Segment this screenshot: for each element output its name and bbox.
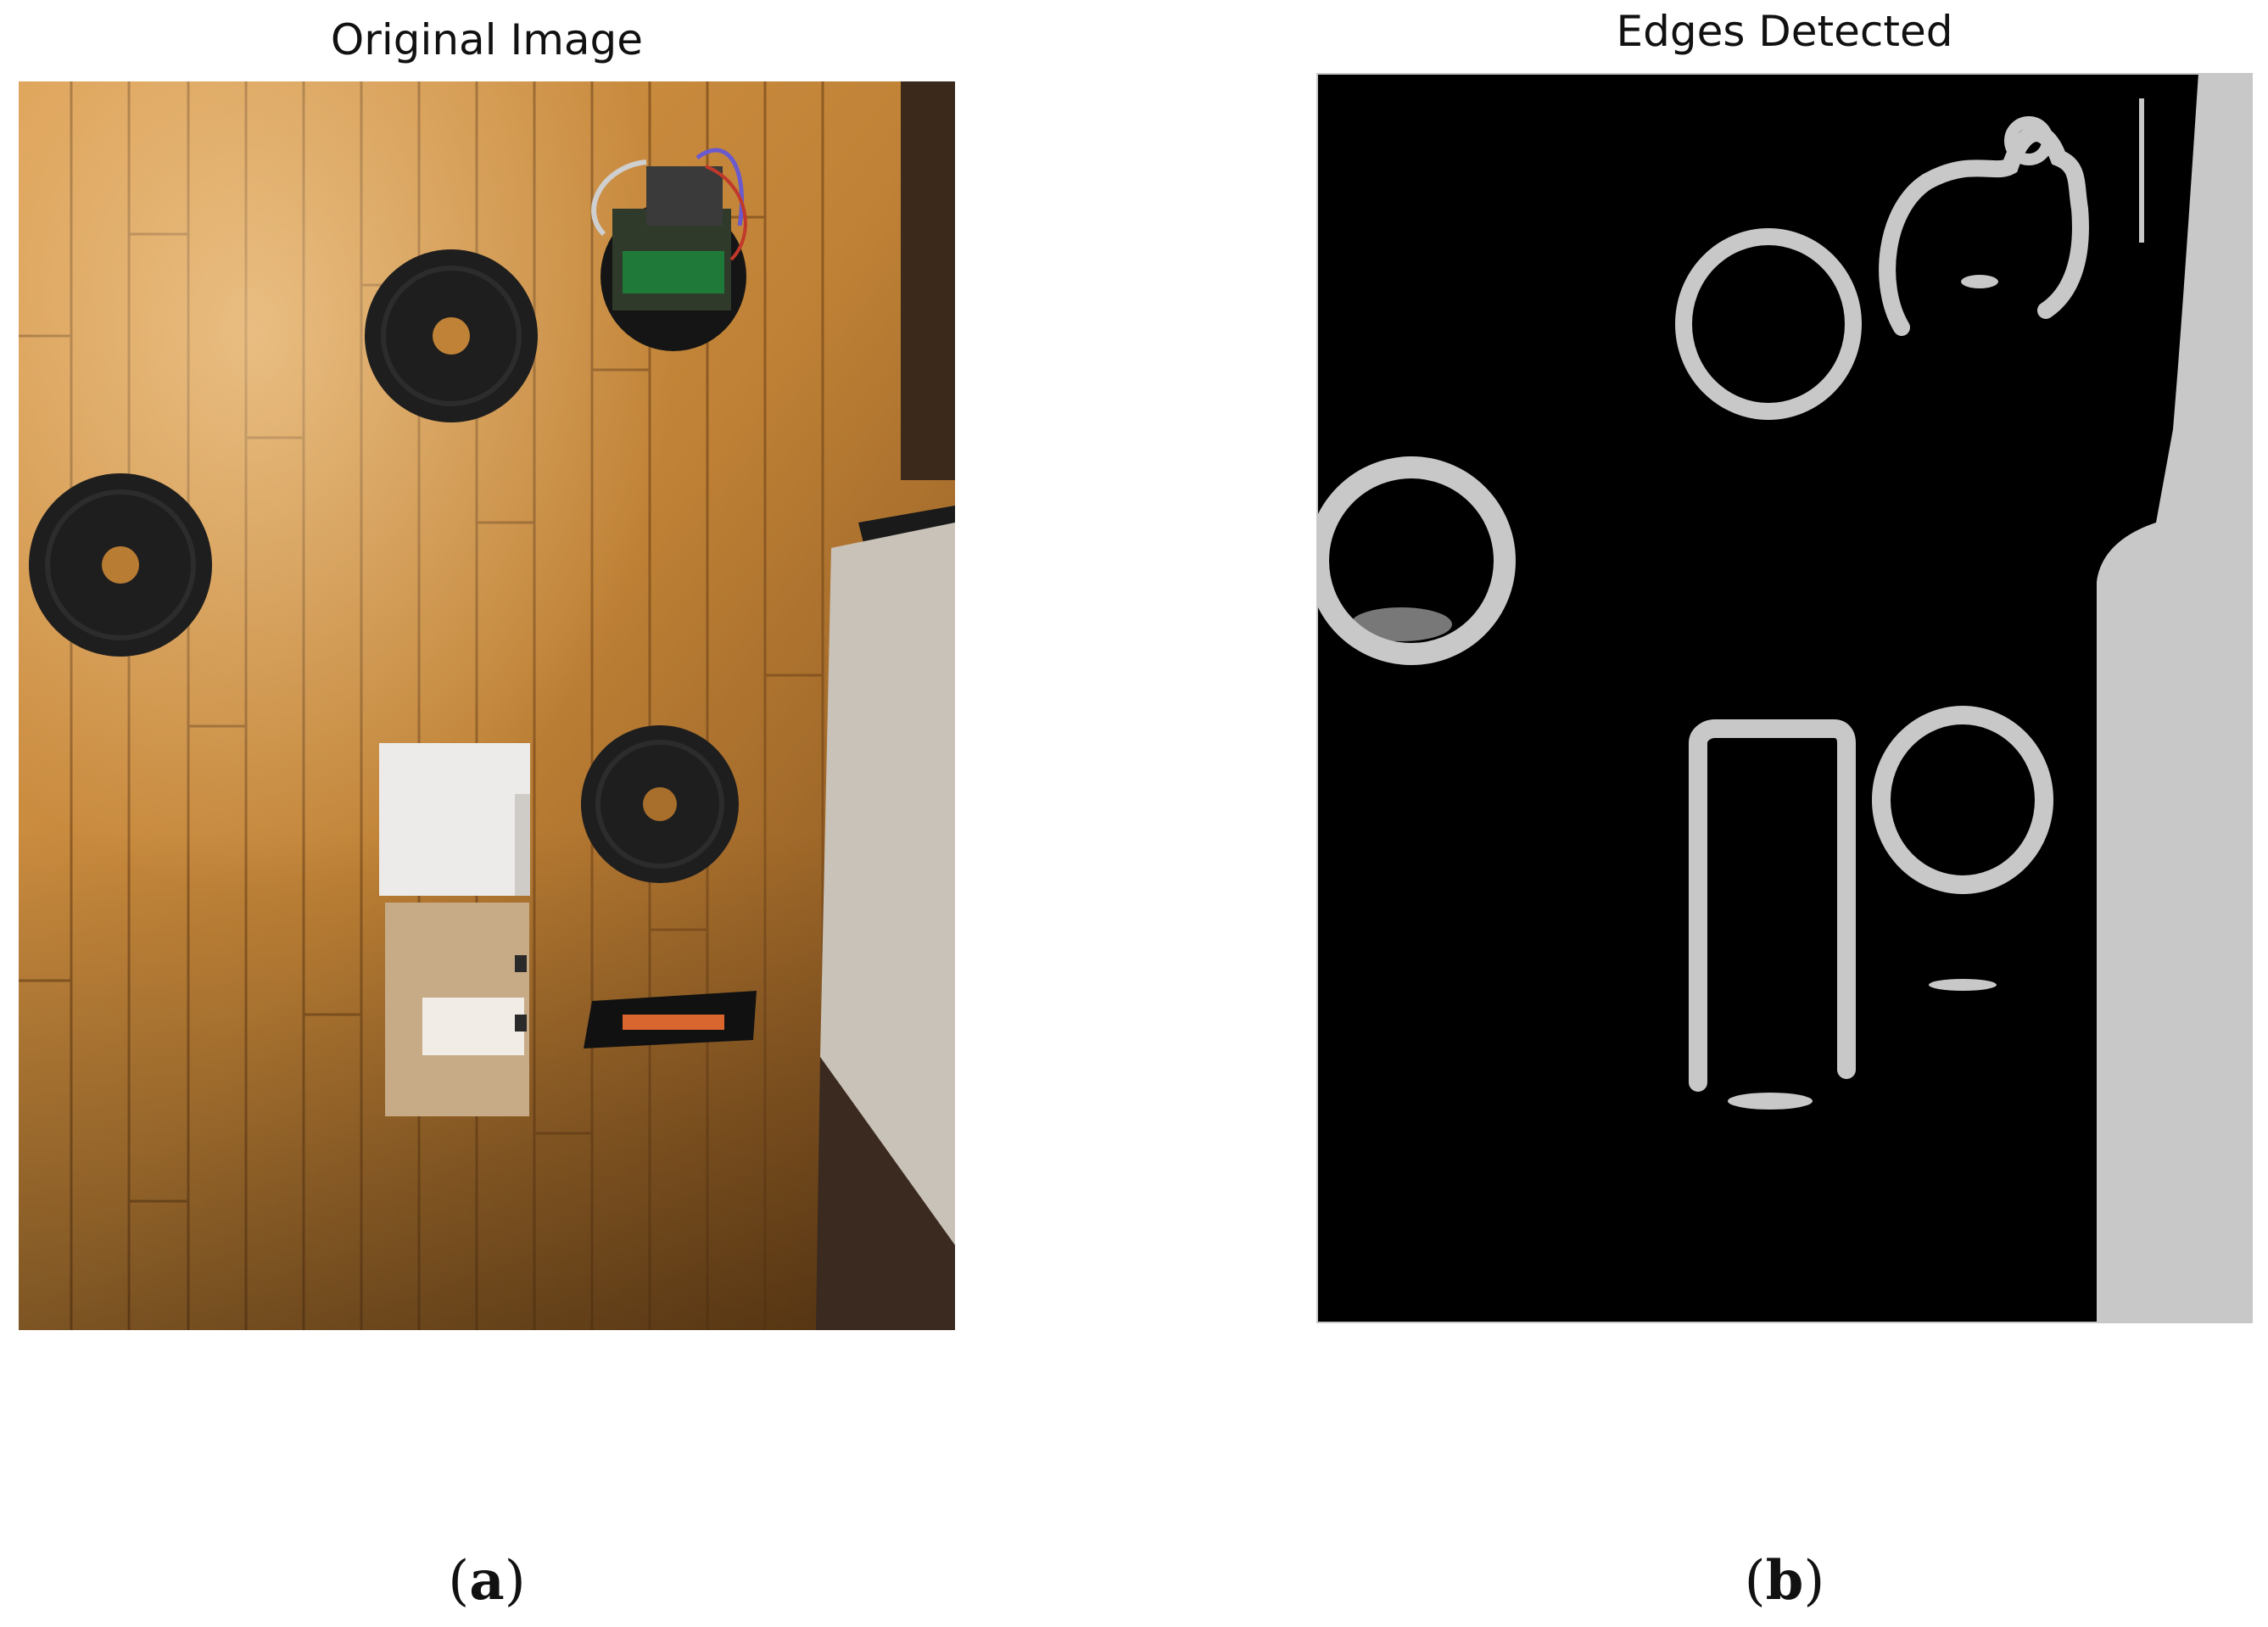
white-box [379,743,530,896]
cardboard-box [385,903,529,1116]
edge-circle-left [1316,456,1516,665]
weight-plate-left [29,473,212,657]
edge-robot [1879,125,2089,336]
wall-corner [901,81,955,480]
edges-image [1316,73,2253,1323]
weight-plate-right [581,725,739,883]
panel-a-caption: (a) [448,1549,526,1613]
edge-rectangle [1689,719,1856,1092]
panel-a-title: Original Image [330,15,644,64]
weight-plate-top [365,249,538,422]
original-image [19,81,955,1330]
panel-b-caption: (b) [1744,1549,1825,1613]
edge-right-region [2097,73,2253,1323]
black-tray [584,991,757,1048]
cabinet [820,523,955,1245]
robot [591,148,747,351]
edge-circle-top [1675,228,1862,420]
panel-b-title: Edges Detected [1616,7,1953,56]
edge-circle-right [1872,706,2053,894]
